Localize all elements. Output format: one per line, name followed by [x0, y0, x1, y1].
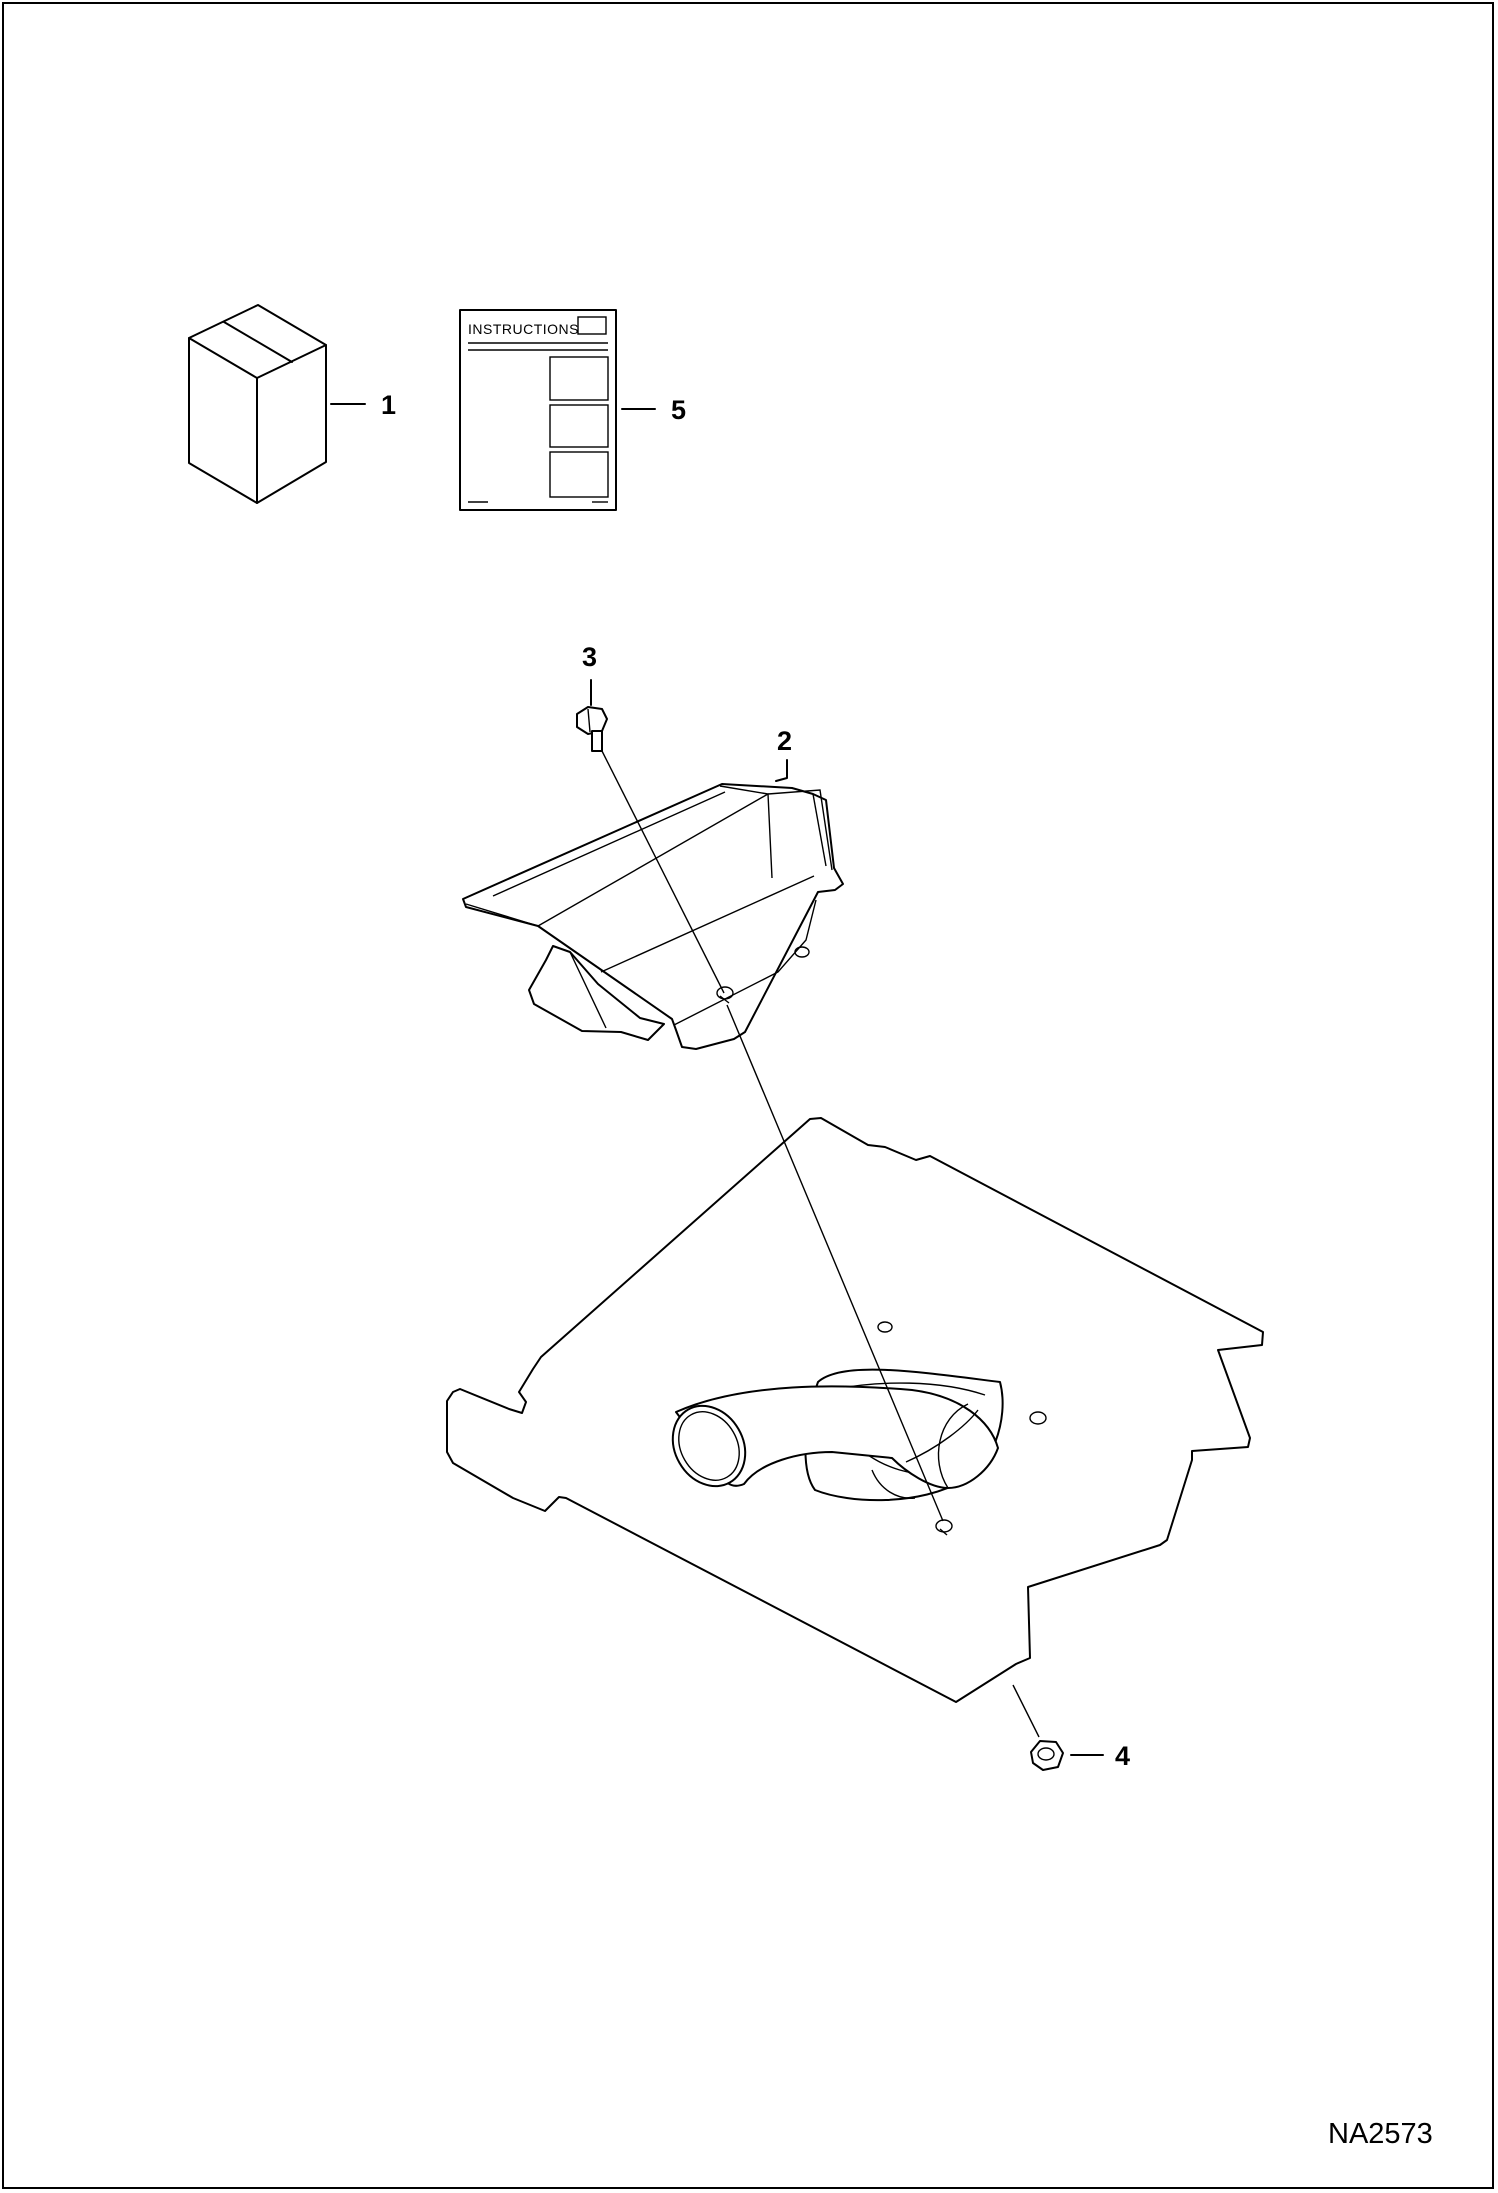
instruction-sheet-heading: INSTRUCTIONS: [468, 321, 579, 337]
nut-centerline: [1012, 1684, 1040, 1738]
figure-id: NA2573: [1328, 2118, 1433, 2150]
shield: [462, 783, 844, 1050]
floor-plate: [446, 1117, 1264, 1703]
callout-3: 3: [582, 642, 597, 672]
callout-2: 2: [777, 726, 792, 756]
bolt: [576, 706, 608, 752]
callout-5: 5: [671, 395, 686, 425]
bolt-centerline-upper: [601, 750, 725, 994]
bolt-centerline-lower: [726, 1004, 944, 1522]
nut: [1030, 1740, 1064, 1771]
instruction-sheet: INSTRUCTIONS: [459, 309, 656, 511]
callout-4: 4: [1115, 1741, 1130, 1771]
kit-box: [188, 304, 366, 504]
callout-1: 1: [381, 390, 396, 420]
